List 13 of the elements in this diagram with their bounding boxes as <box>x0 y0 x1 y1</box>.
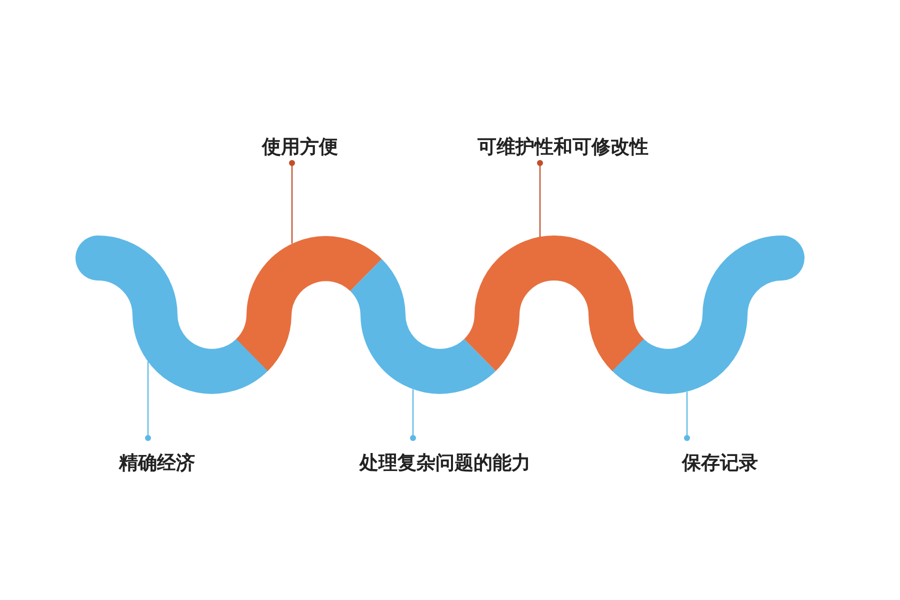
leader-line <box>684 392 690 441</box>
callout-label: 处理复杂问题的能力 <box>360 451 530 475</box>
leader-line <box>537 160 543 238</box>
callout-label: 可维护性和可修改性 <box>478 135 648 159</box>
leader-line <box>410 389 416 441</box>
callout-label: 保存记录 <box>682 451 758 475</box>
wave-segment <box>349 260 495 394</box>
wave-segment <box>235 236 381 370</box>
leader-line <box>289 160 295 244</box>
callout-label: 使用方便 <box>262 135 338 159</box>
callout-label: 精确经济 <box>119 451 195 475</box>
leader-line <box>145 361 151 441</box>
wave-segment <box>463 236 645 370</box>
